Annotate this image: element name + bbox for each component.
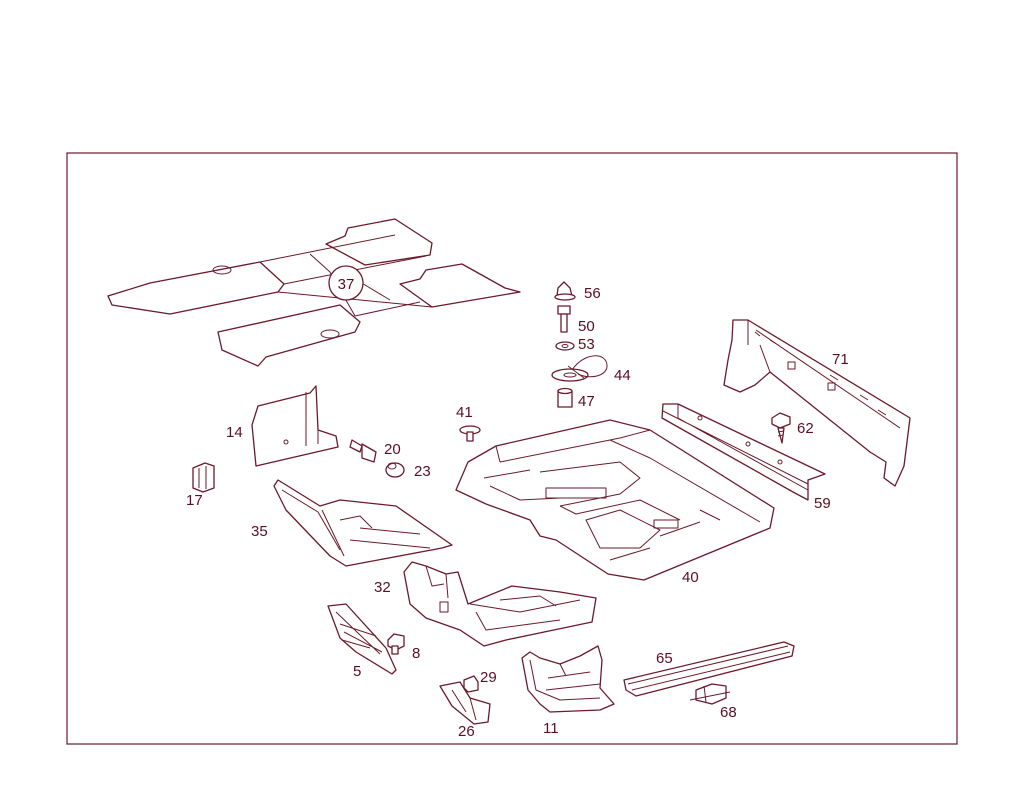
label-56: 56 (584, 285, 601, 302)
label-37: 37 (338, 276, 355, 293)
part-62-screw (771, 412, 791, 444)
part-37-floor-mats (107, 218, 521, 367)
label-20: 20 (384, 441, 401, 458)
part-47-spacer (557, 387, 573, 408)
part-14-side-panel (251, 385, 339, 467)
part-8-nut (387, 633, 405, 655)
label-23: 23 (414, 463, 431, 480)
label-62: 62 (797, 420, 814, 437)
part-20-screw (349, 439, 377, 463)
label-59: 59 (814, 495, 831, 512)
diagram-frame (66, 152, 958, 745)
label-65: 65 (656, 650, 673, 667)
part-32-front-panel (403, 561, 597, 647)
label-32: 32 (374, 579, 391, 596)
label-47: 47 (578, 393, 595, 410)
part-44-tie-down-ring (551, 355, 608, 382)
part-29-clip (463, 675, 479, 693)
label-53: 53 (578, 336, 595, 353)
part-71-rear-panel (723, 319, 911, 487)
part-23-plug (385, 462, 405, 478)
label-17: 17 (186, 492, 203, 509)
label-50: 50 (578, 318, 595, 335)
part-17-bracket (192, 462, 215, 493)
label-26: 26 (458, 723, 475, 740)
part-35-front-floor (273, 479, 453, 567)
label-29: 29 (480, 669, 497, 686)
label-44: 44 (614, 367, 631, 384)
label-11: 11 (543, 720, 559, 737)
part-26-bracket (439, 681, 491, 725)
label-8: 8 (412, 645, 420, 662)
label-5: 5 (353, 663, 361, 680)
label-14: 14 (226, 424, 243, 441)
part-11-rear-support (521, 645, 615, 713)
part-68-bracket (689, 683, 731, 705)
part-41-clip (459, 425, 481, 442)
part-5-cover-plate (327, 603, 397, 675)
label-71: 71 (832, 351, 849, 368)
part-40-floor-pan (455, 419, 775, 581)
label-41: 41 (456, 404, 473, 421)
part-65-sill-rail (623, 641, 795, 697)
label-68: 68 (720, 704, 737, 721)
label-40: 40 (682, 569, 699, 586)
part-50-bolt (557, 305, 571, 333)
label-35: 35 (251, 523, 268, 540)
part-59-cross-member (661, 403, 826, 501)
part-56-cap (554, 281, 576, 301)
part-number-labels: 37 56 50 53 44 47 71 14 41 20 23 62 17 5… (186, 276, 849, 740)
part-53-washer (555, 341, 575, 351)
